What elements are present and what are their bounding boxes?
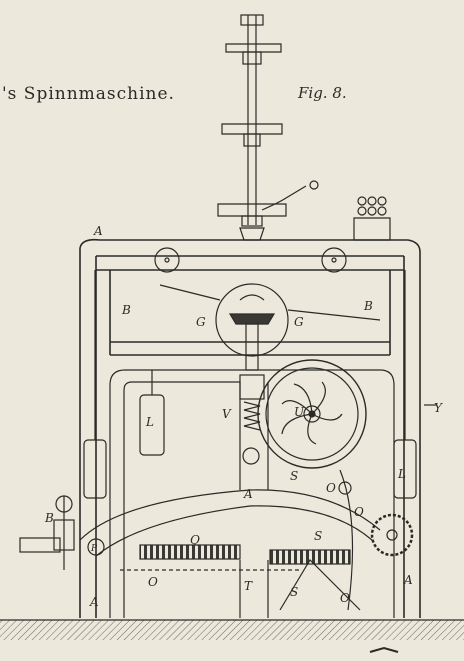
label-U: U bbox=[294, 405, 305, 419]
label-L-left: L bbox=[145, 415, 154, 429]
rack-Q bbox=[139, 544, 241, 560]
small-gear bbox=[370, 513, 414, 557]
pivot-P bbox=[87, 538, 105, 556]
gear-wheel-U bbox=[257, 359, 367, 469]
label-B-right: B bbox=[363, 299, 373, 313]
label-O-2: O bbox=[354, 505, 364, 519]
plate-title: 's Spinnmaschine. bbox=[2, 84, 175, 104]
weight-left-side bbox=[83, 439, 107, 499]
corner-mark bbox=[369, 646, 399, 653]
label-V: V bbox=[222, 407, 232, 421]
label-B-left: B bbox=[121, 303, 131, 317]
label-P: P bbox=[90, 544, 98, 554]
label-S-3: S bbox=[290, 585, 298, 599]
top-pulley-right bbox=[321, 247, 347, 273]
main-frame bbox=[79, 238, 421, 618]
spindle-column bbox=[217, 14, 319, 241]
top-pulley-left bbox=[154, 247, 180, 273]
label-L-right: L bbox=[397, 467, 406, 481]
label-O-4: O bbox=[340, 591, 350, 605]
label-S-1: S bbox=[290, 469, 298, 483]
label-S-2: S bbox=[314, 529, 322, 543]
central-globe-G bbox=[159, 283, 381, 371]
inner-frame bbox=[109, 369, 395, 618]
label-A-mid: A bbox=[243, 487, 253, 501]
label-A-left: A bbox=[89, 595, 99, 609]
label-T: T bbox=[244, 579, 253, 593]
label-Y: Y bbox=[434, 401, 443, 415]
label-A-right: A bbox=[403, 573, 413, 587]
label-Q: Q bbox=[190, 533, 200, 547]
label-A-top: A bbox=[93, 224, 103, 238]
rack-S bbox=[269, 549, 351, 565]
label-G-left: G bbox=[196, 315, 206, 329]
label-O-3: O bbox=[148, 575, 158, 589]
roller-cluster bbox=[353, 196, 391, 241]
curved-arm bbox=[79, 489, 381, 541]
ground-hatching bbox=[0, 620, 464, 640]
figure-label: Fig. 8. bbox=[298, 84, 347, 102]
label-O-1: O bbox=[326, 481, 336, 495]
spring-V bbox=[243, 401, 261, 431]
spring-housing bbox=[239, 374, 265, 400]
label-B-side: B bbox=[44, 511, 54, 525]
label-G-right: G bbox=[294, 315, 304, 329]
left-crank bbox=[19, 495, 75, 570]
